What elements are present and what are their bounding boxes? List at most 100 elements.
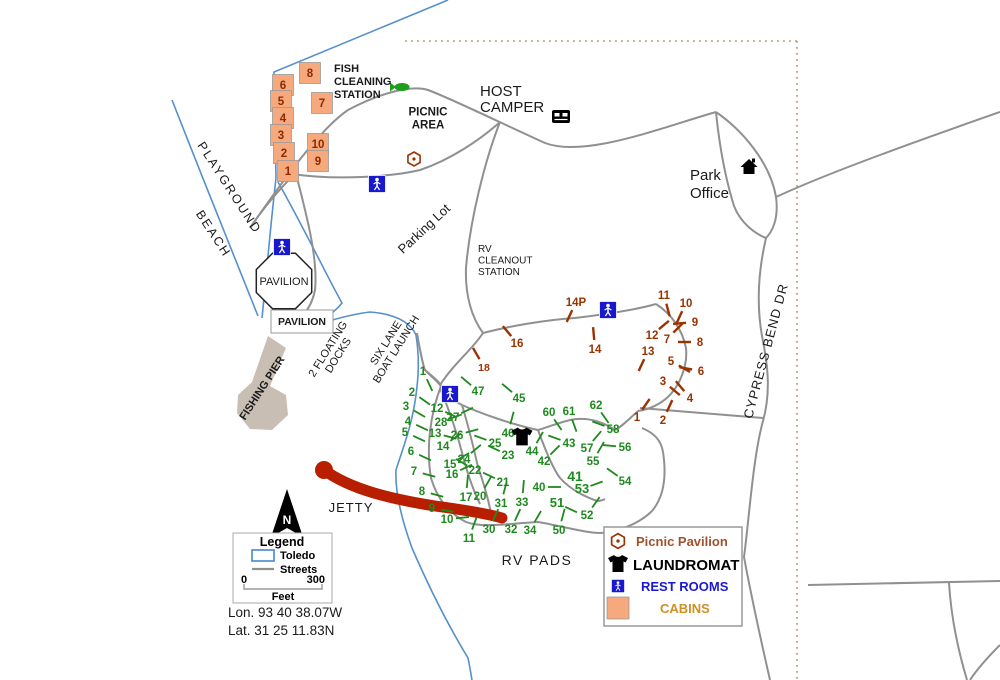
restroom-figure-head bbox=[280, 240, 284, 245]
site-tick bbox=[483, 476, 492, 489]
restroom-figure-legs bbox=[446, 394, 454, 401]
legend-item-laundromat: LAUNDROMAT bbox=[608, 555, 739, 574]
label-pavilion-rect-label: PAVILION bbox=[278, 316, 326, 328]
label-text: PAVILION bbox=[278, 316, 326, 328]
camper-icon bbox=[552, 110, 570, 123]
site-number: 57 bbox=[581, 443, 594, 455]
site-32: 32 bbox=[505, 508, 522, 536]
site-61: 61 bbox=[563, 406, 578, 432]
road-picnic-south bbox=[291, 121, 501, 179]
site-tick bbox=[487, 444, 501, 453]
site-42: 42 bbox=[538, 444, 561, 468]
site-31: 31 bbox=[495, 481, 508, 510]
site-number: 25 bbox=[489, 438, 502, 450]
road-corner-diagonal bbox=[969, 644, 1000, 680]
site-1: 1 bbox=[634, 398, 651, 424]
site-tick bbox=[455, 458, 468, 467]
label-text: FISH bbox=[334, 63, 359, 75]
restroom-figure-legs bbox=[604, 310, 612, 317]
cabin-number: 10 bbox=[312, 139, 325, 151]
site-46: 46 bbox=[502, 411, 515, 440]
site-number: 9 bbox=[429, 503, 435, 515]
site-number: 47 bbox=[472, 386, 485, 398]
fish-body bbox=[394, 83, 410, 91]
site-tick bbox=[549, 444, 561, 456]
label-text: HOST bbox=[480, 83, 522, 100]
site-tick bbox=[596, 441, 605, 454]
site-60: 60 bbox=[543, 407, 563, 431]
cabin-8: 8 bbox=[299, 62, 321, 84]
road-loops-middle bbox=[439, 384, 639, 432]
site-tick bbox=[501, 325, 513, 337]
cabin-square bbox=[277, 160, 299, 182]
restroom-figure-arms bbox=[615, 583, 621, 587]
site-number: 6 bbox=[408, 446, 414, 458]
site-41: 41 bbox=[567, 468, 583, 484]
site-tick bbox=[564, 505, 578, 514]
site-2: 2 bbox=[660, 399, 674, 427]
site-tick bbox=[509, 411, 515, 425]
road-green-loop-outer bbox=[424, 369, 666, 535]
site-tick bbox=[449, 432, 462, 442]
road-main bbox=[464, 121, 501, 334]
site-tick bbox=[474, 434, 487, 441]
site-number: 5 bbox=[668, 356, 675, 368]
site-number: 45 bbox=[513, 393, 526, 405]
site-number: 26 bbox=[451, 430, 464, 442]
site-number: 30 bbox=[483, 524, 496, 536]
restroom-figure-arms bbox=[278, 244, 286, 248]
road-south-east-branch bbox=[948, 582, 968, 680]
park-boundary bbox=[405, 40, 798, 680]
site-tick bbox=[553, 418, 563, 431]
laundromat-icon bbox=[511, 427, 533, 446]
site-tick bbox=[465, 475, 469, 489]
house-shape bbox=[740, 159, 758, 174]
site-tick bbox=[592, 420, 605, 427]
site-tick bbox=[521, 480, 525, 494]
site-40: 40 bbox=[533, 482, 561, 494]
label-text: Parking Lot bbox=[395, 201, 454, 257]
scale-bar bbox=[243, 584, 323, 590]
label-parking-lot: Parking Lot bbox=[395, 201, 454, 257]
legend-item-label: CABINS bbox=[660, 601, 710, 616]
site-11: 11 bbox=[658, 290, 671, 317]
north-arrow-letter: N bbox=[283, 513, 292, 527]
site-10: 10 bbox=[441, 514, 469, 526]
site-number: 41 bbox=[567, 468, 583, 484]
site-52: 52 bbox=[581, 496, 601, 522]
legend-item-label: REST ROOMS bbox=[641, 579, 729, 594]
site-number: 28 bbox=[435, 417, 448, 429]
site-tick bbox=[591, 326, 596, 341]
scale-unit-label: Feet bbox=[272, 591, 295, 603]
site-number: 2 bbox=[409, 387, 415, 399]
site-number: 14P bbox=[566, 297, 587, 309]
site-26: 26 bbox=[451, 428, 479, 442]
site-number: 61 bbox=[563, 406, 576, 418]
site-number: 55 bbox=[587, 456, 600, 468]
site-number: 21 bbox=[497, 477, 510, 489]
cabin-4: 4 bbox=[272, 107, 294, 129]
site-tick bbox=[460, 376, 472, 386]
site-tick bbox=[600, 411, 610, 424]
label-beach: BEACH bbox=[193, 208, 234, 260]
site-number: 60 bbox=[543, 407, 556, 419]
camper-window-right bbox=[562, 113, 568, 117]
picnic-pavilion-icon bbox=[407, 151, 421, 167]
label-text: CYPRESS BEND DR bbox=[740, 282, 791, 420]
site-23: 23 bbox=[487, 444, 514, 462]
site-number: 11 bbox=[658, 290, 671, 302]
label-text: JETTY bbox=[329, 500, 374, 515]
site-number: 18 bbox=[478, 362, 490, 374]
site-tick bbox=[430, 492, 444, 498]
site-number: 54 bbox=[619, 476, 632, 488]
site-number: 12 bbox=[431, 403, 444, 415]
road-south-east-horizontal bbox=[807, 580, 1000, 586]
site-number: 40 bbox=[533, 482, 546, 494]
